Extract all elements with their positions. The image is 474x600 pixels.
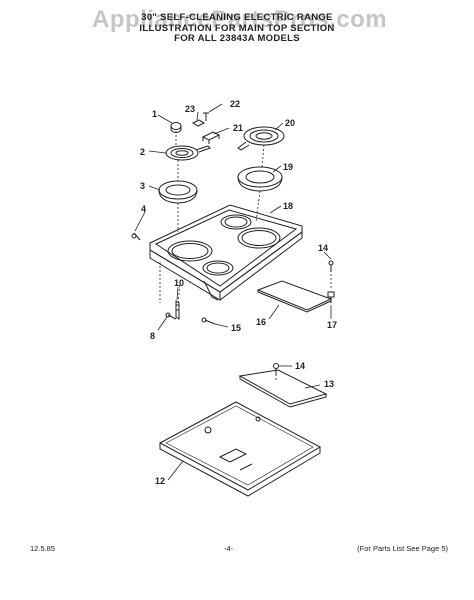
part-13-cover-plate xyxy=(238,369,328,408)
part-12-bottom-panel xyxy=(158,401,322,497)
callout-23: 23 xyxy=(185,104,195,114)
callout-15: 15 xyxy=(231,323,241,333)
callout-4: 4 xyxy=(141,204,146,214)
callout-17: 17 xyxy=(327,320,337,330)
footer-parts-list-note: (For Parts List See Page 5) xyxy=(357,544,448,553)
leader-lines xyxy=(134,103,332,481)
callout-22: 22 xyxy=(230,99,240,109)
part-10-clip xyxy=(175,300,180,320)
part-4-screw xyxy=(131,232,141,241)
callout-19: 19 xyxy=(283,162,293,172)
callout-16: 16 xyxy=(256,317,266,327)
part-16-bar xyxy=(256,280,333,313)
callout-2: 2 xyxy=(140,147,145,157)
callout-13: 13 xyxy=(324,379,334,389)
part-17-clip xyxy=(327,291,335,303)
part-18-main-top xyxy=(149,204,303,302)
callout-14-lower: 14 xyxy=(295,361,305,371)
part-8-screw xyxy=(165,312,177,320)
footer-date: 12.5.85 xyxy=(30,544,56,553)
part-14-screw-lower xyxy=(273,363,279,375)
part-23-receptacle xyxy=(191,119,206,127)
header-line-3: FOR ALL 23843A MODELS xyxy=(174,33,300,44)
part-15-screw xyxy=(201,317,216,325)
callout-18: 18 xyxy=(283,201,293,211)
diagram-header: 30" SELF-CLEANING ELECTRIC RANGE ILLUSTR… xyxy=(0,12,474,45)
callout-10: 10 xyxy=(174,278,184,288)
alignment-lines xyxy=(159,131,332,380)
part-2-small-element xyxy=(165,145,211,161)
header-line-1: 30" SELF-CLEANING ELECTRIC RANGE xyxy=(141,12,333,23)
part-22-screw xyxy=(203,112,209,121)
header-line-2: ILLUSTRATION FOR MAIN TOP SECTION xyxy=(139,22,335,34)
part-14-screw-upper xyxy=(328,260,334,272)
part-21-bracket xyxy=(201,131,221,144)
callout-3: 3 xyxy=(140,181,145,191)
callout-21: 21 xyxy=(233,123,243,133)
part-19-large-drip-bowl xyxy=(237,166,283,192)
callout-1: 1 xyxy=(152,109,157,119)
footer-page-number: -4- xyxy=(224,544,234,553)
callout-12: 12 xyxy=(155,476,165,486)
part-3-drip-bowl xyxy=(158,180,198,204)
callout-20: 20 xyxy=(285,118,295,128)
callout-14-upper: 14 xyxy=(318,243,328,253)
part-20-large-element xyxy=(237,126,285,151)
watermark: AppliancePartsPros.com xyxy=(92,6,388,33)
callout-8: 8 xyxy=(150,331,155,341)
